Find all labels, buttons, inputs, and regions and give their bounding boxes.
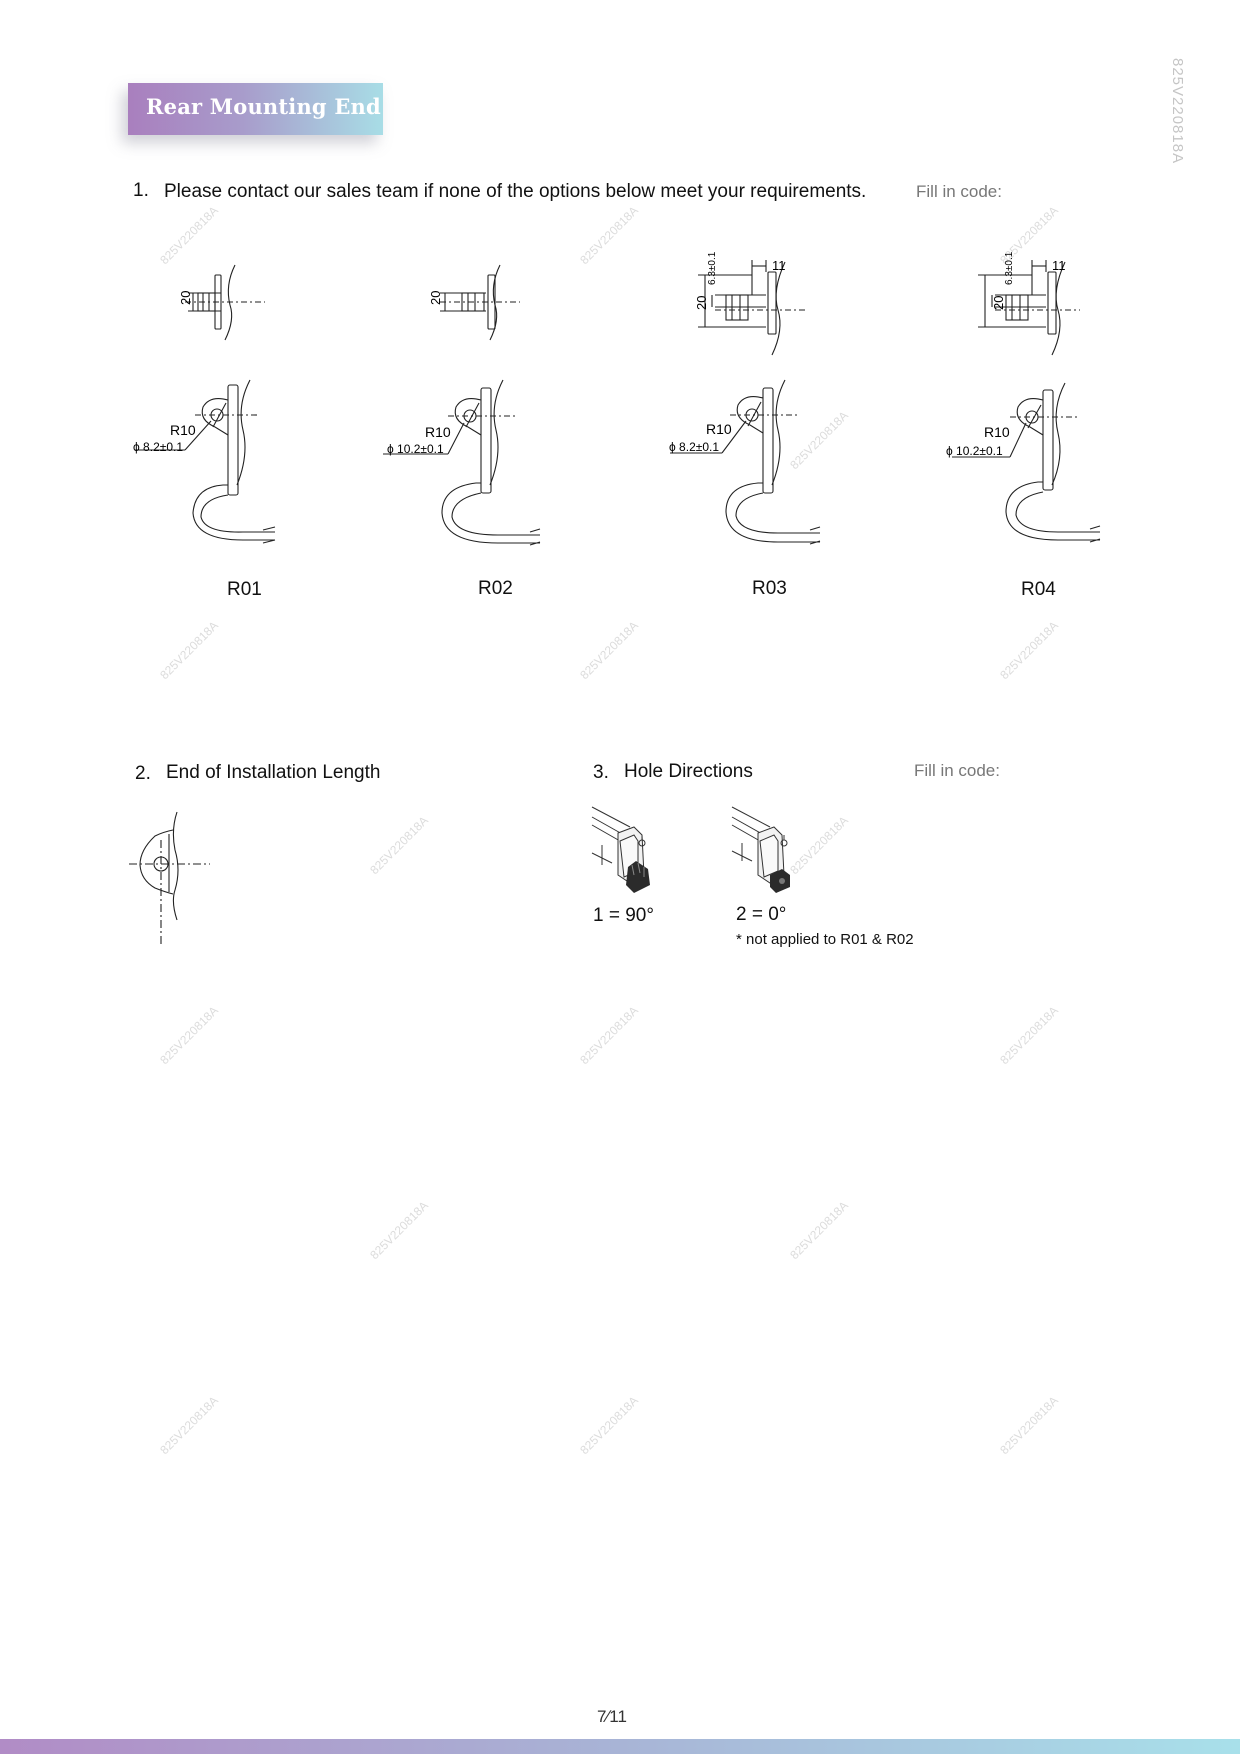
variant-label-r03: R03: [752, 578, 787, 599]
watermark-text: 825V220818A: [997, 1003, 1061, 1067]
section3-fill-label: Fill in code:: [914, 761, 1000, 780]
r04-offset-dim: 6.3±0.1: [1004, 251, 1015, 285]
section2-text: End of Installation Length: [166, 762, 381, 783]
section3-text: Hole Directions: [624, 761, 753, 782]
watermark-text: 825V220818A: [157, 1003, 221, 1067]
r02-radius-label: R10: [425, 424, 451, 440]
watermark-text: 825V220818A: [367, 813, 431, 877]
hole-direction-90-image: [591, 806, 650, 893]
hole-direction-note: * not applied to R01 & R02: [736, 931, 914, 948]
watermark-text: 825V220818A: [577, 1393, 641, 1457]
watermark-text: 825V220818A: [787, 1198, 851, 1262]
section2-number: 2.: [135, 763, 151, 784]
drawing-r04: 6.3±0.1 11 20 R10 ϕ 10.2±0.1: [946, 251, 1101, 543]
r01-radius-label: R10: [170, 422, 196, 438]
watermark-text: 825V220818A: [997, 618, 1061, 682]
hole-direction-0-image: [731, 806, 790, 893]
hole-direction-90-label: 1 = 90°: [593, 905, 654, 926]
installation-end-drawing: [129, 811, 210, 945]
section-title-banner: Rear Mounting End: [128, 83, 383, 135]
r02-height-dim: 20: [428, 291, 443, 305]
watermark-text: 825V220818A: [577, 203, 641, 267]
r04-radius-label: R10: [984, 424, 1010, 440]
document-code: 825V220818A: [1169, 58, 1186, 165]
watermark-text: 825V220818A: [157, 1393, 221, 1457]
drawing-r01: 20 R10 ϕ 8.2±0.1: [133, 264, 276, 544]
footer-bar: [0, 1739, 1240, 1754]
r04-depth-dim: 11: [1052, 258, 1066, 273]
r02-hole-label: ϕ 10.2±0.1: [387, 442, 444, 456]
r03-depth-dim: 11: [772, 258, 786, 273]
page-title: Rear Mounting End: [146, 94, 381, 119]
watermark-text: 825V220818A: [367, 1198, 431, 1262]
watermark-text: 825V220818A: [157, 618, 221, 682]
section1-fill-label: Fill in code:: [916, 182, 1002, 201]
r04-hole-label: ϕ 10.2±0.1: [946, 444, 1003, 458]
r04-height-dim: 20: [991, 296, 1006, 310]
r03-hole-label: ϕ 8.2±0.1: [669, 440, 719, 454]
variant-label-r01: R01: [227, 579, 262, 600]
page-number: 7∕11: [597, 1707, 627, 1726]
drawing-r03: 6.3±0.1 11 20 R10 ϕ 8.2±0.1: [669, 251, 821, 545]
section1-number: 1.: [133, 180, 149, 201]
r03-radius-label: R10: [706, 421, 732, 437]
r01-hole-label: ϕ 8.2±0.1: [133, 440, 183, 454]
section3-number: 3.: [593, 762, 609, 783]
section1-text: Please contact our sales team if none of…: [164, 181, 867, 202]
r03-height-dim: 20: [694, 296, 709, 310]
watermark-text: 825V220818A: [577, 1003, 641, 1067]
variant-label-r02: R02: [478, 578, 513, 599]
hole-direction-0-label: 2 = 0°: [736, 904, 787, 925]
r03-offset-dim: 6.3±0.1: [707, 251, 718, 285]
r01-height-dim: 20: [178, 291, 193, 305]
variant-label-r04: R04: [1021, 579, 1056, 600]
watermark-text: 825V220818A: [997, 1393, 1061, 1457]
drawing-r02: 20 R10 ϕ 10.2±0.1: [383, 264, 541, 546]
watermark-text: 825V220818A: [577, 618, 641, 682]
